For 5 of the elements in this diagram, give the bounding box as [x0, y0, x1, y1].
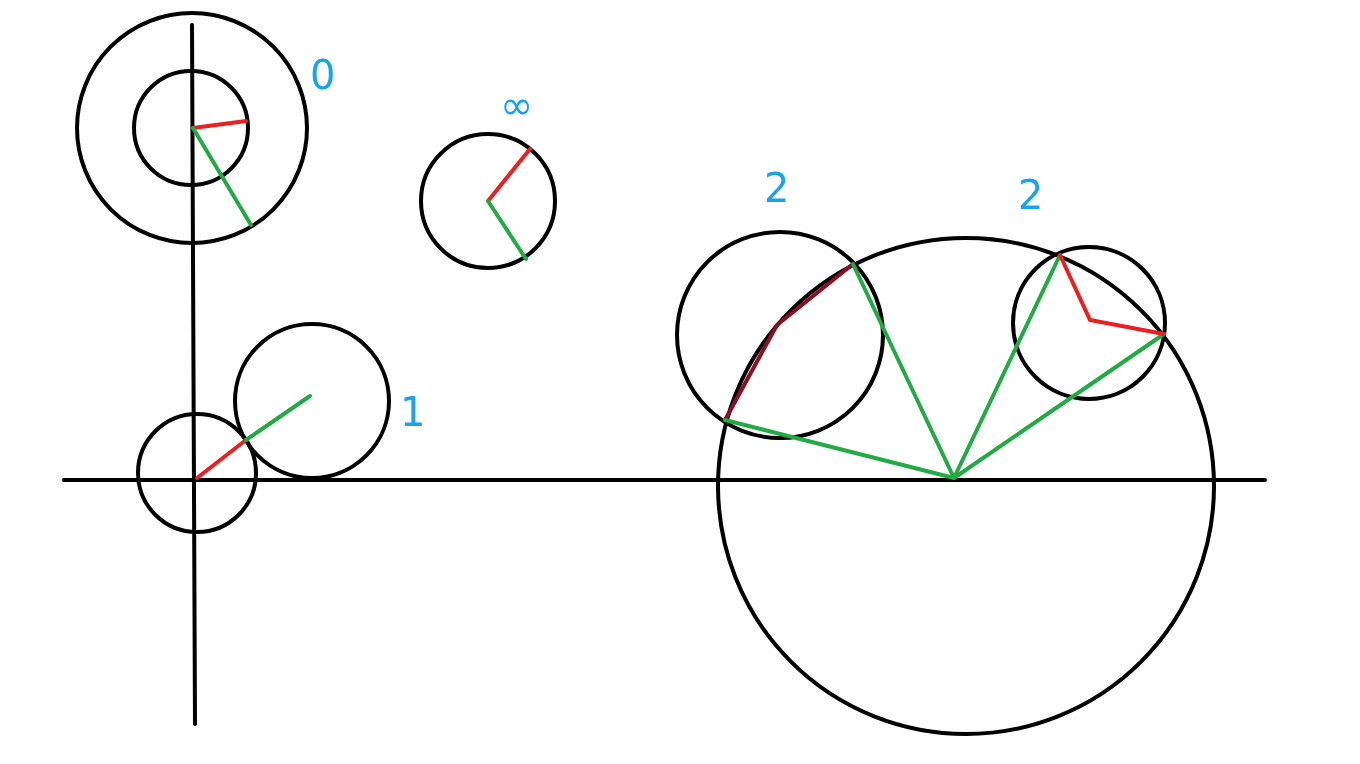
curvature-label: 1: [400, 392, 426, 432]
curvature-label: 2: [1018, 175, 1044, 215]
curvature-label: 0: [310, 55, 336, 95]
curvature-label: ∞: [500, 85, 534, 125]
curvature-label: 2: [764, 168, 790, 208]
